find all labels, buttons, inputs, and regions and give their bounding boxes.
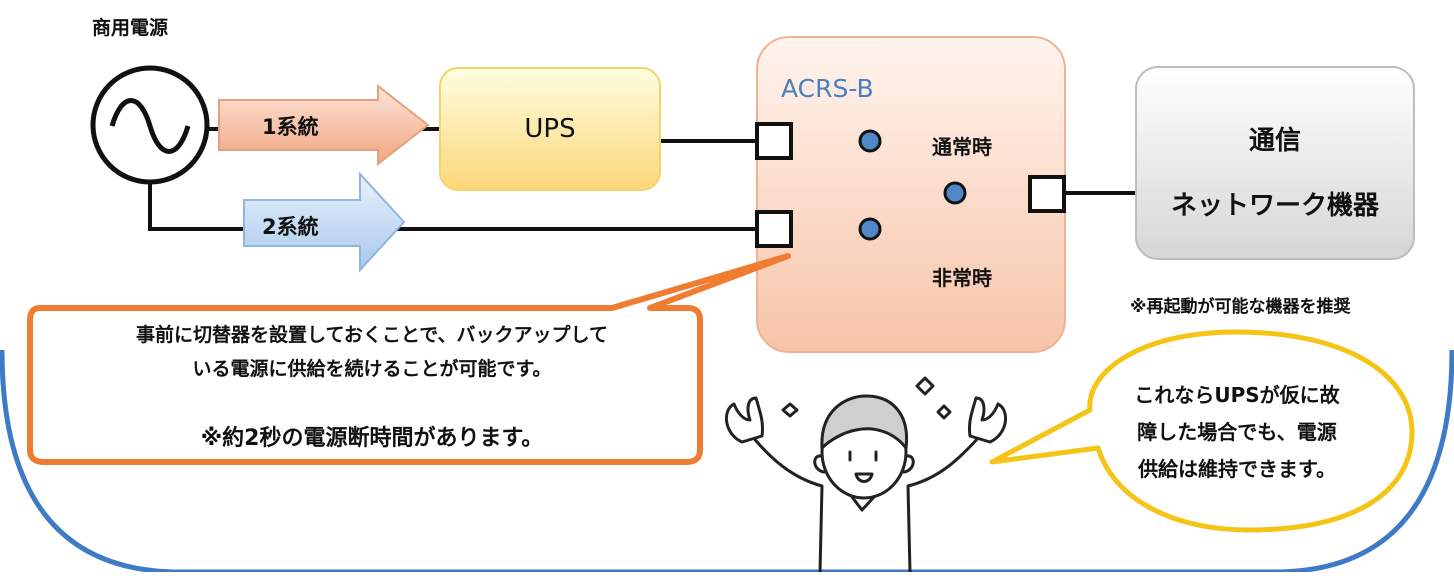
bubble-left-note: ※約2秒の電源断時間があります。 <box>200 426 544 451</box>
acrs-label: ACRS-B <box>781 74 874 103</box>
cheering-person-illustration <box>725 376 1007 574</box>
commercial-power-label: 商用電源 <box>92 17 169 39</box>
bubble-left-line1: 事前に切替器を設置しておくことで、バックアップして <box>136 324 608 346</box>
terminals <box>755 122 1066 248</box>
bubble-right-line3: 供給は維持できます。 <box>1138 457 1336 481</box>
terminal-dots <box>858 129 967 241</box>
device-label-line2: ネットワーク機器 <box>1170 191 1379 221</box>
arrow-line1 <box>218 83 430 167</box>
speech-bubble-left <box>27 253 791 465</box>
normal-state-label: 通常時 <box>932 135 992 159</box>
bubble-left-line2: いる電源に供給を続けることが可能です。 <box>192 358 552 380</box>
line1-label: 1系統 <box>262 115 319 139</box>
device-label-line1: 通信 <box>1248 126 1301 156</box>
ups-label: UPS <box>524 114 576 144</box>
ac-sine-icon <box>90 65 210 185</box>
ups-box <box>439 67 661 191</box>
device-note: ※再起動が可能な機器を推奨 <box>1130 297 1351 317</box>
speech-bubble-right <box>989 329 1415 533</box>
bubble-right-text: これならUPSが仮に故 障した場合でも、電源 供給は維持できます。 <box>1112 377 1362 488</box>
bubble-right-line1: これならUPSが仮に故 <box>1134 383 1340 407</box>
bubble-left-text: 事前に切替器を設置しておくことで、バックアップして いる電源に供給を続けることが… <box>52 318 692 386</box>
line2-label: 2系統 <box>262 215 319 239</box>
emergency-state-label: 非常時 <box>932 266 992 290</box>
arrow-line2 <box>243 171 406 273</box>
bubble-right-line2: 障した場合でも、電源 <box>1137 420 1337 444</box>
device-box <box>1135 66 1415 260</box>
